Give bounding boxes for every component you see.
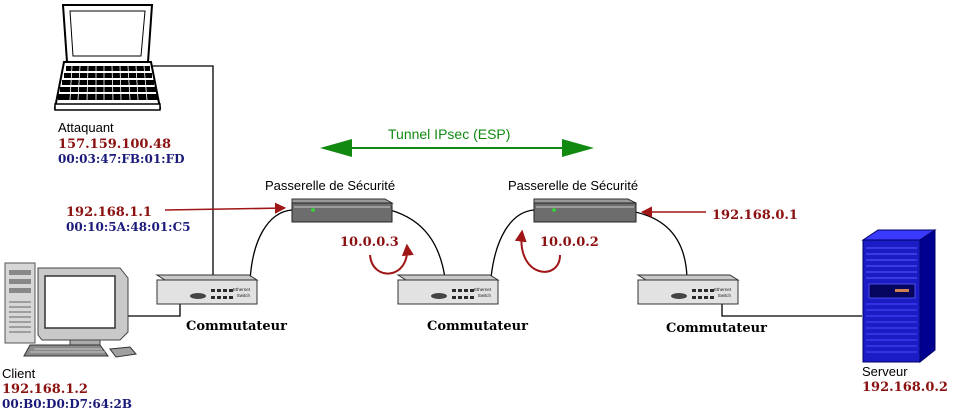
curved-arrow-left bbox=[369, 243, 414, 275]
cable-attacker-switch1 bbox=[150, 65, 214, 283]
switch-2-panel-text-2: Switch bbox=[478, 293, 492, 298]
client-mac: 00:B0:D0:D7:64:2B bbox=[2, 397, 132, 410]
attacker-mac: 00:03:47:FB:01:FD bbox=[58, 152, 185, 166]
gateway-left-lan-mac: 00:10:5A:48:01:C5 bbox=[66, 220, 191, 234]
server-ip: 192.168.0.2 bbox=[862, 380, 948, 395]
switch-2-panel-text-1: Ethernet bbox=[474, 287, 492, 292]
switch-3-label: Commutateur bbox=[666, 321, 767, 336]
laptop-icon bbox=[53, 4, 162, 111]
cable-switch3-server bbox=[721, 302, 862, 317]
attacker-name: Attaquant bbox=[58, 120, 114, 135]
cable-client-switch1 bbox=[123, 304, 181, 317]
gateway-right-name: Passerelle de Sécurité bbox=[508, 178, 638, 193]
client-name: Client bbox=[2, 366, 36, 381]
attacker-ip: 157.159.100.48 bbox=[58, 137, 171, 152]
tunnel-label: Tunnel IPsec (ESP) bbox=[388, 126, 510, 142]
gateway-right-wan-ip: 10.0.0.2 bbox=[540, 235, 599, 250]
switch-2-device: Ethernet Switch bbox=[396, 274, 500, 305]
arrow-to-gateway-left bbox=[164, 202, 287, 214]
switch-1-panel-text-1: Ethernet bbox=[233, 287, 251, 292]
cable-switch2-gateway-right bbox=[490, 209, 535, 279]
switch-3-panel-text-1: Ethernet bbox=[714, 287, 732, 292]
switch-1-device: Ethernet Switch bbox=[155, 274, 259, 305]
gateway-left-wan-ip: 10.0.0.3 bbox=[340, 235, 399, 250]
server-tower-icon bbox=[861, 229, 937, 364]
switch-3-panel-text-2: Switch bbox=[718, 293, 732, 298]
desktop-computer-icon bbox=[4, 262, 137, 358]
switch-3-device: Ethernet Switch bbox=[636, 274, 740, 305]
switch-2-label: Commutateur bbox=[427, 319, 528, 334]
tunnel-arrow bbox=[320, 139, 594, 157]
gateway-left-lan-ip: 192.168.1.1 bbox=[66, 205, 152, 220]
gateway-right-lan-ip: 192.168.0.1 bbox=[712, 208, 798, 223]
cable-switch1-gateway-left bbox=[249, 209, 293, 283]
switch-1-panel-text-2: Switch bbox=[237, 293, 251, 298]
client-ip: 192.168.1.2 bbox=[2, 382, 88, 397]
server-name: Serveur bbox=[862, 364, 908, 379]
cable-gateway-right-switch3 bbox=[634, 211, 688, 279]
switch-1-label: Commutateur bbox=[186, 319, 287, 334]
curved-arrow-right bbox=[514, 229, 561, 273]
gateway-right-device bbox=[533, 198, 637, 223]
gateway-left-device bbox=[291, 198, 394, 223]
cable-gateway-left-switch2 bbox=[389, 209, 446, 279]
gateway-left-name: Passerelle de Sécurité bbox=[265, 178, 395, 193]
